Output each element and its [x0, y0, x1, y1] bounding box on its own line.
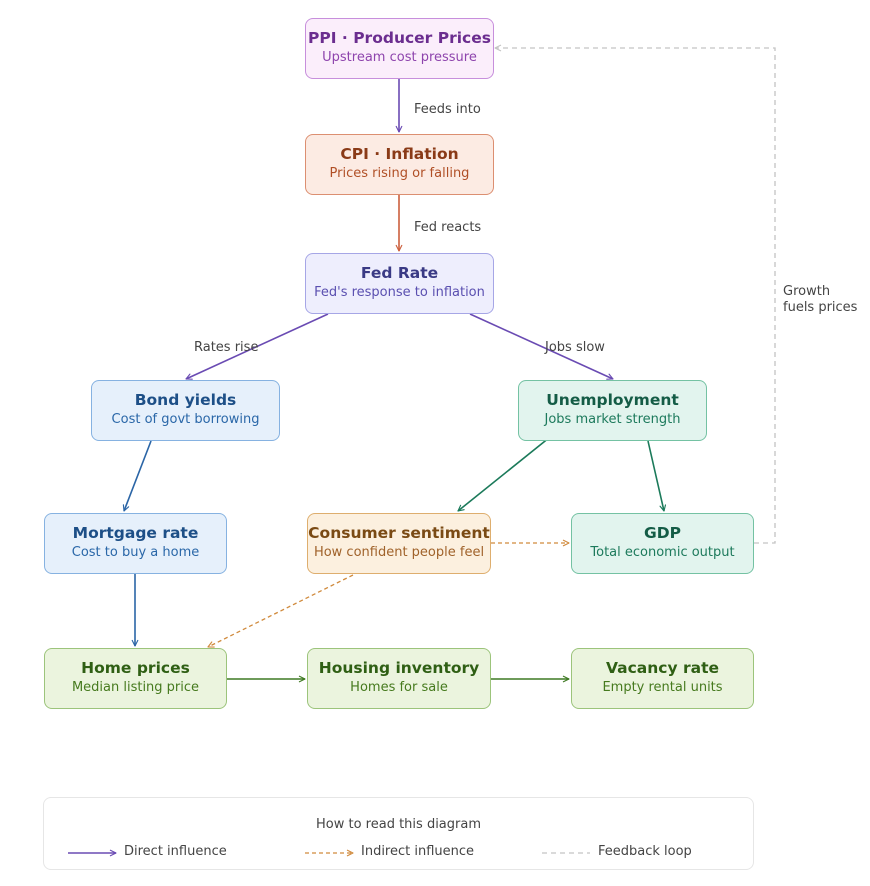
edge-fed-to-unemp	[469, 313, 614, 380]
node-title: Vacancy rate	[605, 658, 719, 677]
legend-title: How to read this diagram	[316, 817, 481, 832]
node-title: Consumer sentiment	[308, 523, 490, 542]
node-subtitle: Median listing price	[71, 680, 200, 696]
node-title: Mortgage rate	[72, 523, 199, 542]
node-subtitle: Cost of govt borrowing	[111, 412, 260, 428]
edge-gdp-to-ppi	[494, 44, 776, 544]
node-title: Housing inventory	[318, 658, 480, 677]
edge-label-fed-to-bond: Rates rise	[194, 340, 259, 355]
node-gdp: GDP Total economic output	[571, 513, 754, 574]
edge-sent-to-home	[207, 574, 354, 648]
node-subtitle: Total economic output	[590, 545, 735, 561]
edge-bond-to-mort	[122, 440, 152, 512]
node-subtitle: Empty rental units	[602, 680, 723, 696]
node-title: GDP	[644, 523, 681, 542]
edge-label-gdp-to-ppi: Growth fuels prices	[783, 284, 858, 315]
node-title: Unemployment	[546, 390, 679, 409]
node-subtitle: Fed's response to inflation	[314, 285, 485, 301]
node-title: CPI · Inflation	[340, 144, 459, 163]
legend-indirect-label: Indirect influence	[361, 844, 475, 859]
node-title: PPI · Producer Prices	[308, 28, 491, 47]
legend-feedback-label: Feedback loop	[598, 844, 692, 859]
node-title: Fed Rate	[360, 263, 439, 282]
node-subtitle: Cost to buy a home	[71, 545, 200, 561]
node-subtitle: Upstream cost pressure	[322, 50, 477, 66]
edge-label-ppi-to-cpi: Feeds into	[414, 102, 481, 117]
edge-label-cpi-to-fed: Fed reacts	[414, 220, 482, 235]
node-subtitle: How confident people feel	[313, 545, 485, 561]
node-subtitle: Prices rising or falling	[329, 166, 470, 182]
edge-label-fed-to-unemp: Jobs slow	[545, 340, 605, 355]
legend-direct-label: Direct influence	[124, 844, 227, 859]
node-subtitle: Homes for sale	[350, 680, 448, 696]
legend-lines	[68, 849, 590, 857]
edge-unemp-to-gdp	[647, 440, 667, 512]
edge-fed-to-bond	[185, 313, 329, 380]
node-title: Bond yields	[134, 390, 237, 409]
legend: How to read this diagram Direct influenc…	[43, 797, 754, 870]
node-title: Home prices	[81, 658, 190, 677]
node-subtitle: Jobs market strength	[544, 412, 681, 428]
